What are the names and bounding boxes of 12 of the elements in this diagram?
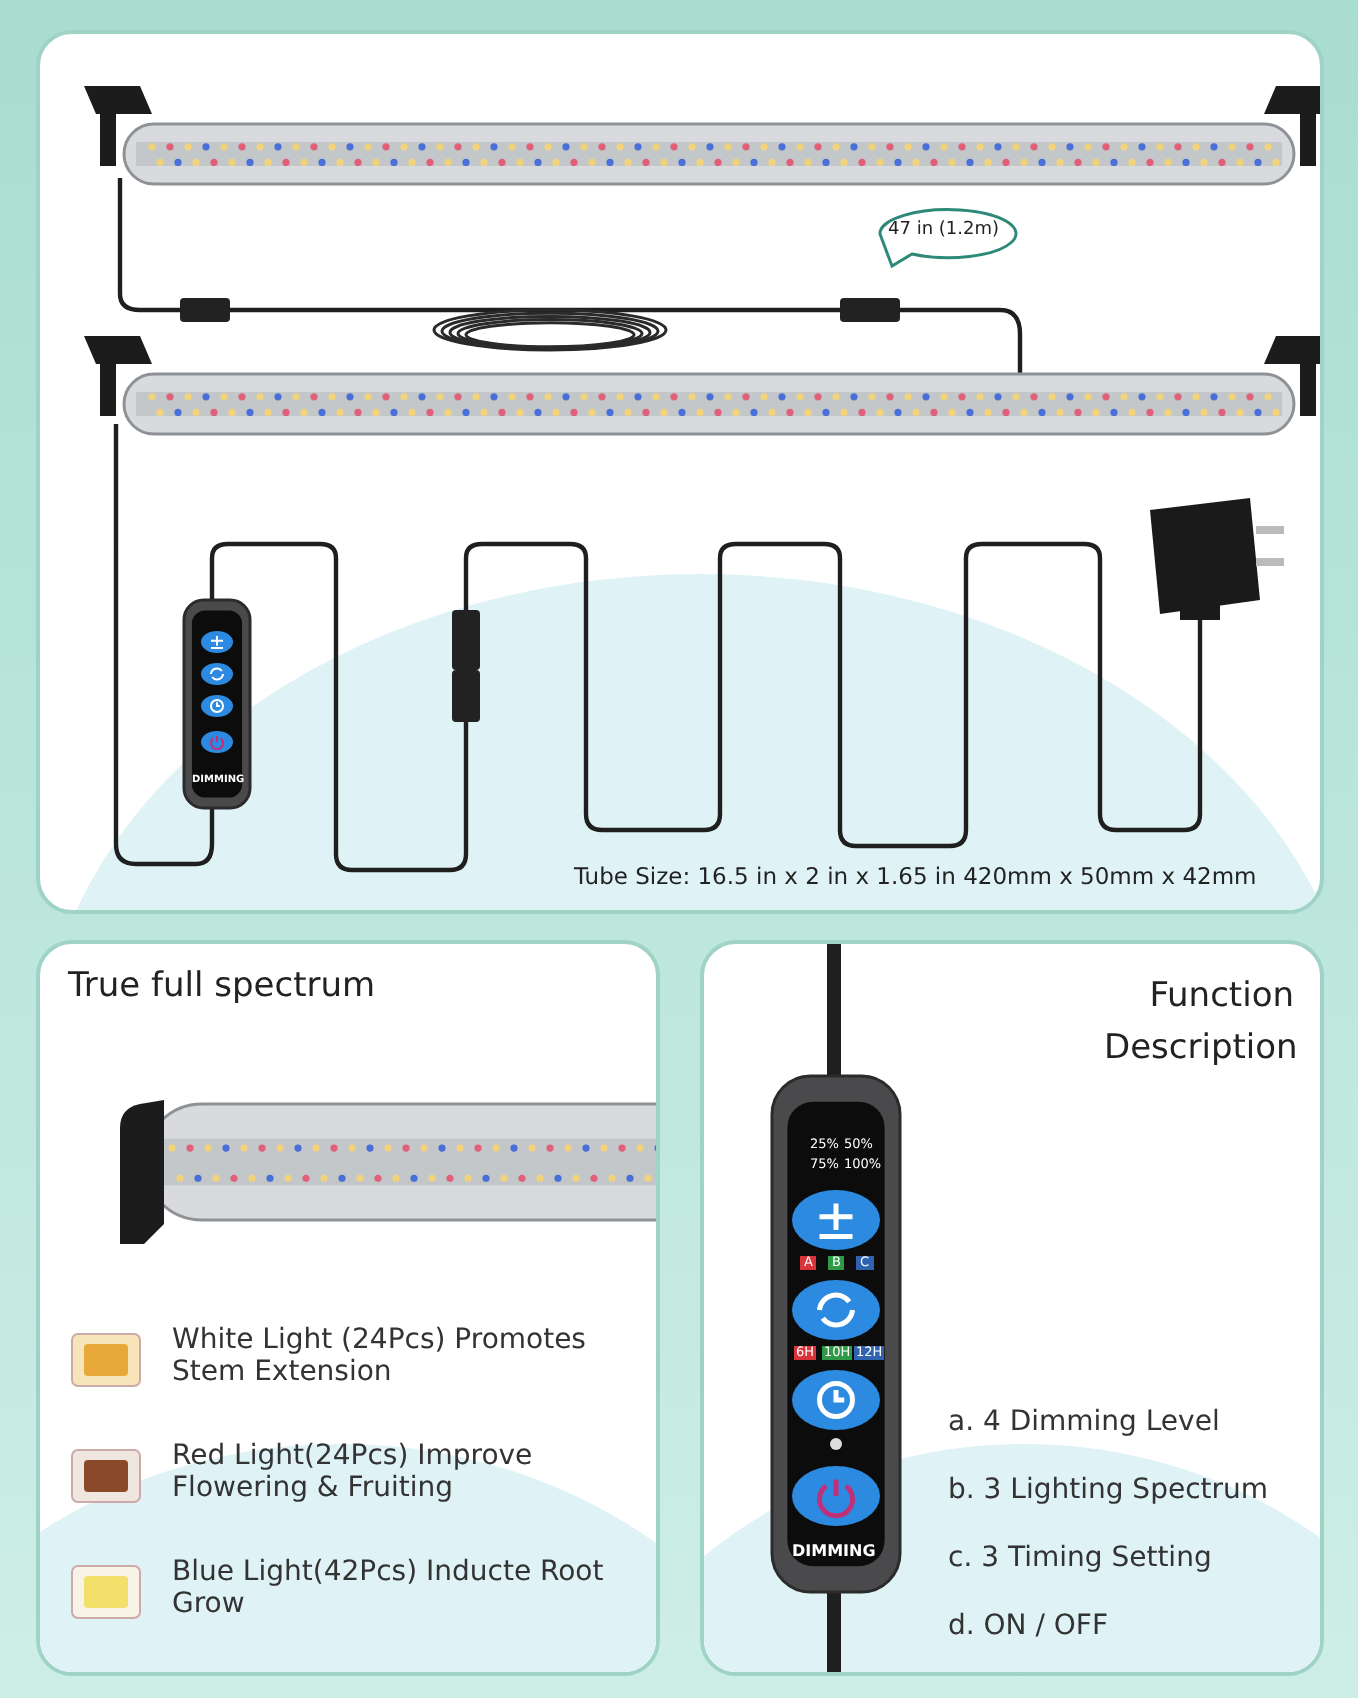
dimension-text: Tube Size: 16.5 in x 2 in x 1.65 in 420mm x 50mm x 42mm xyxy=(574,864,1257,891)
panel-heading: True full spectrum xyxy=(68,968,376,1008)
list-item-text: b. 3 Lighting Spectrum xyxy=(948,1474,1269,1507)
controller-text: DIMMING xyxy=(792,1542,876,1561)
legend-text: Red Light(24Pcs) Improve Flowering & Fruiting xyxy=(172,1440,535,1505)
list-item-text: d. ON / OFF xyxy=(948,1610,1109,1643)
legend-text: White Light (24Pcs) Promotes Stem Extension xyxy=(172,1324,588,1389)
legend-text: Blue Light(42Pcs) Inducte Root Grow xyxy=(172,1556,606,1621)
list-item-text: a. 4 Dimming Level xyxy=(948,1406,1220,1439)
callout-text: 47 in (1.2m) xyxy=(888,220,999,241)
list-item-text: c. 3 Timing Setting xyxy=(948,1542,1212,1575)
panel-heading: Function Description xyxy=(1104,974,1294,1071)
